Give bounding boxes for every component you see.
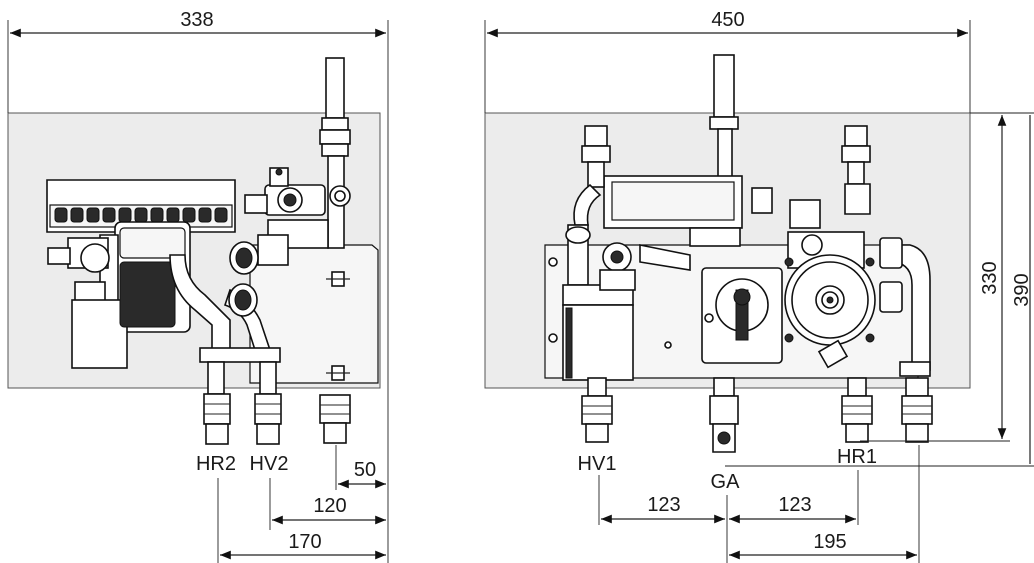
label-hr1: HR1 [837, 446, 877, 468]
label-hv2: HV2 [250, 453, 289, 475]
dim-123b: 123 [778, 494, 811, 516]
left-pipe-bends [169, 241, 281, 363]
dim-338: 338 [180, 9, 213, 31]
right-left-block [562, 269, 636, 381]
plate-clip-icon [326, 271, 350, 381]
right-fitting-ga [709, 377, 739, 453]
left-pump-body [47, 221, 191, 369]
right-fitting-far [901, 377, 933, 443]
dim-390: 390 [1011, 273, 1033, 306]
mount-hole [548, 257, 558, 267]
mount-hole [664, 341, 672, 349]
mount-hole [548, 333, 558, 343]
left-fitting-hr2 [203, 361, 231, 445]
right-actuator-box [603, 175, 743, 247]
left-control-box [46, 179, 236, 233]
right-pipe-bends [879, 237, 931, 377]
circulation-pump [784, 231, 876, 369]
label-hv1: HV1 [578, 453, 617, 475]
left-vertical-pipe [319, 57, 351, 249]
left-fitting-right [319, 394, 351, 444]
dim-120: 120 [313, 495, 346, 517]
left-valve-assembly [244, 167, 329, 266]
right-top-fitting-right [751, 125, 871, 229]
label-ga: GA [711, 471, 741, 493]
right-top-fitting-left [573, 125, 611, 226]
right-fitting-hv1 [581, 377, 613, 443]
left-view: 338 [7, 9, 389, 563]
gas-valve [701, 267, 783, 364]
dim-50: 50 [354, 459, 376, 481]
dim-450: 450 [711, 9, 744, 31]
left-fitting-hv2 [254, 361, 282, 445]
right-view: 450 [484, 9, 1034, 563]
dim-123a: 123 [647, 494, 680, 516]
right-fitting-hr1 [841, 377, 873, 443]
dim-330: 330 [979, 261, 1001, 294]
label-hr2: HR2 [196, 453, 236, 475]
dim-170: 170 [288, 531, 321, 553]
dim-195: 195 [813, 531, 846, 553]
